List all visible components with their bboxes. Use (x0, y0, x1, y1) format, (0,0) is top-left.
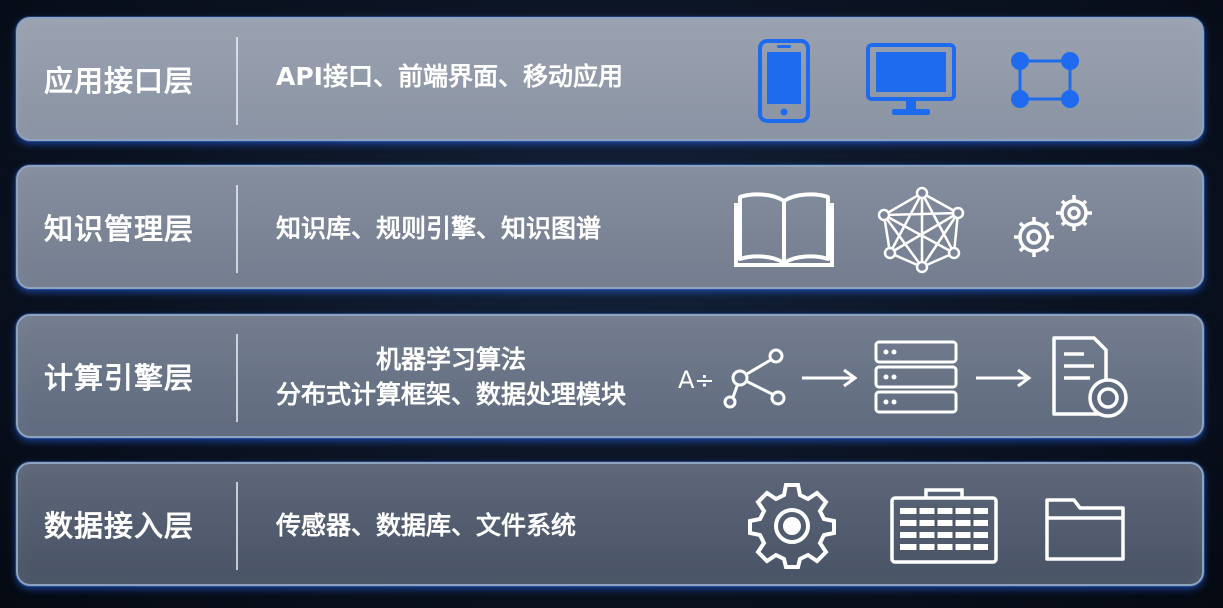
divider (236, 334, 238, 422)
application-interface-layer: 应用接口层 API接口、前端界面、移动应用 (16, 17, 1204, 141)
open-book-icon (734, 189, 834, 267)
cog-icon (746, 483, 838, 570)
compute-engine-layer: 计算引擎层 机器学习算法 分布式计算框架、数据处理模块 A÷ (16, 314, 1204, 438)
layer-title: 应用接口层 (44, 64, 195, 98)
layer-title: 数据接入层 (44, 509, 195, 543)
arrow-right-icon (976, 368, 1032, 388)
knowledge-graph-icon (876, 186, 968, 274)
mobile-phone-icon (758, 39, 810, 123)
knowledge-management-layer: 知识管理层 知识库、规则引擎、知识图谱 (16, 165, 1204, 289)
description-line-1: 机器学习算法 (376, 345, 527, 374)
document-settings-icon (1050, 334, 1130, 418)
layer-description: API接口、前端界面、移动应用 (276, 62, 623, 91)
data-ingestion-layer: 数据接入层 传感器、数据库、文件系统 (16, 462, 1204, 586)
divider (236, 482, 238, 570)
gears-icon (1004, 191, 1104, 263)
spreadsheet-icon (890, 488, 998, 564)
folder-icon (1044, 494, 1126, 562)
layer-description: 机器学习算法 分布式计算框架、数据处理模块 (276, 342, 626, 412)
divider (236, 37, 238, 125)
node-square-icon (1008, 49, 1082, 111)
monitor-icon (866, 43, 956, 119)
layer-title: 计算引擎层 (44, 361, 195, 395)
divider (236, 185, 238, 273)
server-stack-icon (874, 340, 958, 414)
layer-description: 传感器、数据库、文件系统 (276, 511, 577, 540)
layer-description: 知识库、规则引擎、知识图谱 (276, 214, 602, 243)
description-line-2: 分布式计算框架、数据处理模块 (276, 380, 627, 409)
algorithm-symbol: A÷ (678, 366, 715, 394)
layer-title: 知识管理层 (44, 212, 195, 246)
algorithm-network-icon: A÷ (678, 348, 794, 409)
arrow-right-icon (802, 368, 858, 388)
